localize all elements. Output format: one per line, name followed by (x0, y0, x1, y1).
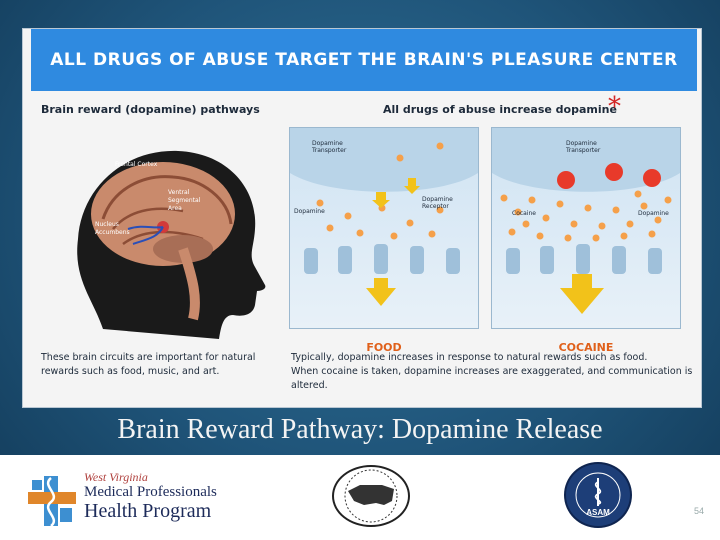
right-caption: Typically, dopamine increases in respons… (291, 351, 701, 393)
wv-line-1: West Virginia (84, 470, 148, 484)
cocaine-synapse-drawing (492, 128, 680, 314)
cocaine-label: COCAINE (558, 341, 614, 354)
cocaine-label-small: Cocaine (512, 210, 536, 217)
right-subtitle: All drugs of abuse increase dopamine (383, 103, 617, 116)
asam-text: ASAM (586, 508, 610, 517)
wv-line-3: Health Program (84, 500, 212, 522)
federation-seal-logo (332, 465, 410, 527)
food-synapse-drawing (290, 128, 478, 306)
cocaine-synapse-panel: Dopamine Transporter Cocaine Dopamine CO… (491, 127, 681, 354)
ventral-label: Ventral (168, 189, 190, 196)
accumbens-label: Accumbens (95, 229, 130, 236)
left-caption-line-1: These brain circuits are important for n… (41, 352, 256, 363)
asam-seal-logo: ASAM (564, 462, 632, 528)
caduceus-cross-icon (28, 476, 76, 527)
brain-head-illustration (77, 150, 266, 339)
cocaine-dopamine-label: Dopamine (638, 210, 669, 217)
slide-title: Brain Reward Pathway: Dopamine Release (117, 414, 603, 445)
food-receptor-label-1: Dopamine (422, 196, 453, 203)
page-number: 54 (693, 506, 704, 516)
left-subtitle: Brain reward (dopamine) pathways (41, 103, 260, 116)
food-dopamine-label: Dopamine (294, 208, 325, 215)
segmental-label: Segmental (168, 197, 201, 204)
wv-mphp-logo: West Virginia Medical Professionals Heal… (24, 466, 234, 538)
left-caption-line-2: rewards such as food, music, and art. (41, 366, 220, 377)
asterisk-mark: * (608, 92, 621, 122)
food-transporter-label-1: Dopamine (312, 140, 343, 147)
cocaine-transporter-label-1: Dopamine (566, 140, 597, 147)
frontal-cortex-label: Frontal Cortex (115, 161, 158, 168)
nucleus-label: Nucleus (95, 221, 119, 228)
right-caption-line-2: When cocaine is taken, dopamine increase… (291, 366, 693, 391)
wv-line-2: Medical Professionals (84, 484, 217, 500)
food-transporter-label-2: Transporter (312, 147, 347, 154)
food-synapse-panel: Dopamine Transporter Dopamine Dopamine R… (289, 127, 479, 354)
food-label: FOOD (366, 341, 402, 354)
slide-image-panel: ALL DRUGS OF ABUSE TARGET THE BRAIN'S PL… (22, 28, 702, 408)
banner-title: ALL DRUGS OF ABUSE TARGET THE BRAIN'S PL… (31, 29, 697, 91)
left-caption: These brain circuits are important for n… (41, 351, 255, 379)
food-receptor-label-2: Receptor (422, 203, 449, 210)
us-map-icon (344, 469, 398, 523)
asam-caduceus-icon (575, 472, 621, 518)
cocaine-transporter-label-2: Transporter (566, 147, 601, 154)
area-label: Area (168, 205, 182, 212)
right-caption-line-1: Typically, dopamine increases in respons… (291, 352, 648, 363)
